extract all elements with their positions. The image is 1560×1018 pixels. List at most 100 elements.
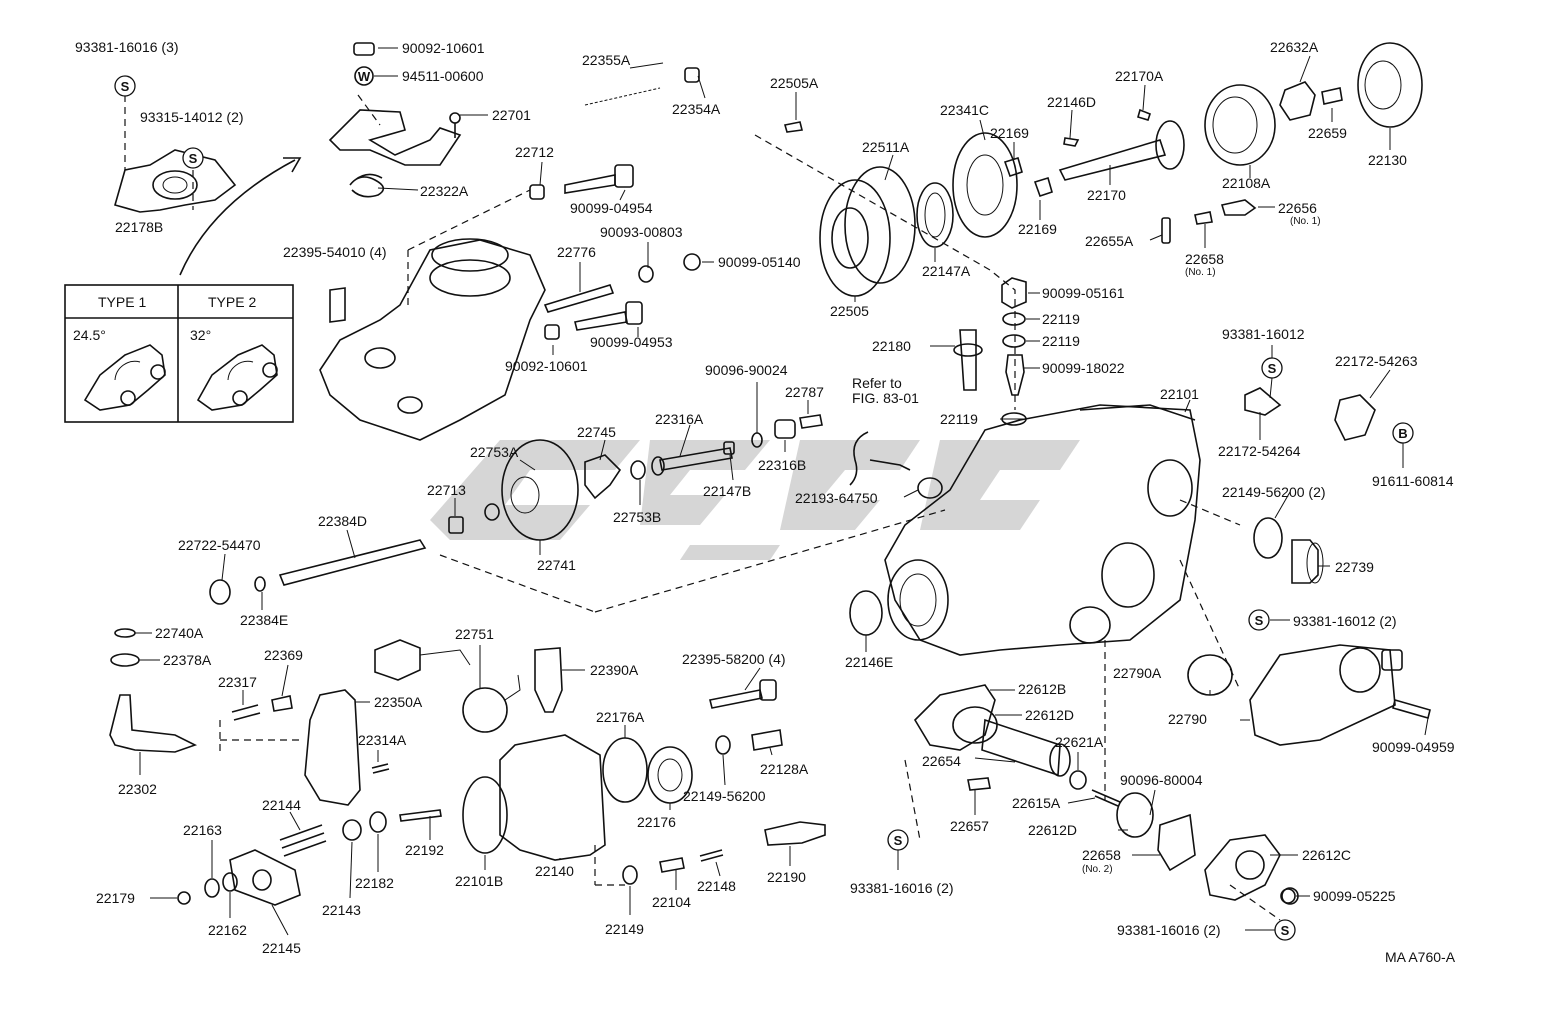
- part-label: 22104: [652, 894, 691, 910]
- part-label: 22753B: [613, 509, 661, 525]
- part-label: 22179: [96, 890, 135, 906]
- part-label: 22176A: [596, 709, 645, 725]
- part-label: 22147A: [922, 263, 971, 279]
- part-label: 22656: [1278, 200, 1317, 216]
- part-label: 90096-90024: [705, 362, 788, 378]
- part-label: 22169: [1018, 221, 1057, 237]
- part-label: 22612C: [1302, 847, 1351, 863]
- part-label: 22148: [697, 878, 736, 894]
- part-label: 22169: [990, 125, 1029, 141]
- part-label: 22119: [1042, 311, 1080, 327]
- part-label: 22170: [1087, 187, 1126, 203]
- part-label: 22658: [1185, 251, 1224, 267]
- part-label: 90096-80004: [1120, 772, 1203, 788]
- part-note: (No. 1): [1290, 216, 1321, 227]
- part-note: (No. 1): [1185, 267, 1216, 278]
- part-label: 22722-54470: [178, 537, 261, 553]
- part-label: 90093-00803: [600, 224, 683, 240]
- part-label: 22612D: [1025, 707, 1074, 723]
- part-label: 22378A: [163, 652, 212, 668]
- part-labels: 93381-16016 (3) 93315-14012 (2) 22178B 9…: [75, 39, 1456, 965]
- reference-line2: FIG. 83-01: [852, 390, 919, 406]
- part-label: 22354A: [672, 101, 721, 117]
- part-label: 22511A: [862, 139, 910, 155]
- part-label: 22322A: [420, 183, 469, 199]
- part-label: 22787: [785, 384, 824, 400]
- s-symbol: S: [189, 151, 198, 166]
- part-label: 22657: [950, 818, 989, 834]
- part-label: 22350A: [374, 694, 423, 710]
- part-label: 93381-16016 (2): [1117, 922, 1221, 938]
- part-label: 22176: [637, 814, 676, 830]
- part-label: 22395-54010 (4): [283, 244, 387, 260]
- part-label: 22149: [605, 921, 644, 937]
- part-label: 22180: [872, 338, 911, 354]
- part-label: 93381-16016 (3): [75, 39, 179, 55]
- bolt-symbol: B: [1398, 426, 1407, 441]
- part-label: 22302: [118, 781, 157, 797]
- part-label: 22182: [355, 875, 394, 891]
- part-note: (No. 2): [1082, 864, 1113, 875]
- s-symbol: S: [894, 833, 903, 848]
- part-label: 22172-54263: [1335, 353, 1418, 369]
- part-label: 90099-05140: [718, 254, 801, 270]
- part-label: 22178B: [115, 219, 163, 235]
- part-label: 22193-64750: [795, 490, 878, 506]
- part-label: 22101: [1160, 386, 1199, 402]
- part-label: 22119: [1042, 333, 1080, 349]
- part-label: 22317: [218, 674, 257, 690]
- part-label: 22143: [322, 902, 361, 918]
- part-label: 22654: [922, 753, 961, 769]
- part-label: 22128A: [760, 761, 809, 777]
- part-label: 22140: [535, 863, 574, 879]
- type2-angle: 32°: [190, 327, 211, 343]
- part-label: 22505A: [770, 75, 819, 91]
- part-label: 22615A: [1012, 795, 1061, 811]
- part-label: 22790A: [1113, 665, 1162, 681]
- part-label: 93381-16016 (2): [850, 880, 954, 896]
- part-label: 22612D: [1028, 822, 1077, 838]
- part-label: 22632A: [1270, 39, 1319, 55]
- part-label: 22146D: [1047, 94, 1096, 110]
- part-label: 90099-04953: [590, 334, 673, 350]
- part-label: 94511-00600: [402, 68, 484, 84]
- type2-label: TYPE 2: [208, 294, 256, 310]
- watermark-logo: [430, 440, 1080, 560]
- part-label: 22776: [557, 244, 596, 260]
- part-label: 22108A: [1222, 175, 1271, 191]
- part-label: 22712: [515, 144, 554, 160]
- s-symbol: S: [1268, 361, 1277, 376]
- type1-angle: 24.5°: [73, 327, 106, 343]
- part-label: 22355A: [582, 52, 631, 68]
- part-label: 22505: [830, 303, 869, 319]
- part-label: 90092-10601: [402, 40, 485, 56]
- part-label: 22190: [767, 869, 806, 885]
- part-label: 90092-10601: [505, 358, 588, 374]
- part-label: 22119: [940, 411, 978, 427]
- part-label: 22621A: [1055, 734, 1104, 750]
- part-label: 22740A: [155, 625, 204, 641]
- part-label: 22659: [1308, 125, 1347, 141]
- part-label: 22192: [405, 842, 444, 858]
- part-label: 90099-05161: [1042, 285, 1125, 301]
- part-label: 22163: [183, 822, 222, 838]
- part-label: 22316B: [758, 457, 806, 473]
- part-label: 22149-56200: [683, 788, 766, 804]
- part-label: 22739: [1335, 559, 1374, 575]
- part-label: 22384E: [240, 612, 288, 628]
- type1-label: TYPE 1: [98, 294, 146, 310]
- part-label: 22658: [1082, 847, 1121, 863]
- part-label: 22751: [455, 626, 494, 642]
- part-label: 93315-14012 (2): [140, 109, 244, 125]
- part-drawings: W: [109, 42, 1431, 906]
- part-label: 22314A: [358, 732, 407, 748]
- part-label: 22701: [492, 107, 531, 123]
- part-label: 22147B: [703, 483, 751, 499]
- part-label: 93381-16012: [1222, 326, 1305, 342]
- part-label: 22145: [262, 940, 301, 956]
- reference-line1: Refer to: [852, 375, 902, 391]
- part-label: 22612B: [1018, 681, 1066, 697]
- part-label: 22395-58200 (4): [682, 651, 786, 667]
- s-symbol: S: [121, 79, 130, 94]
